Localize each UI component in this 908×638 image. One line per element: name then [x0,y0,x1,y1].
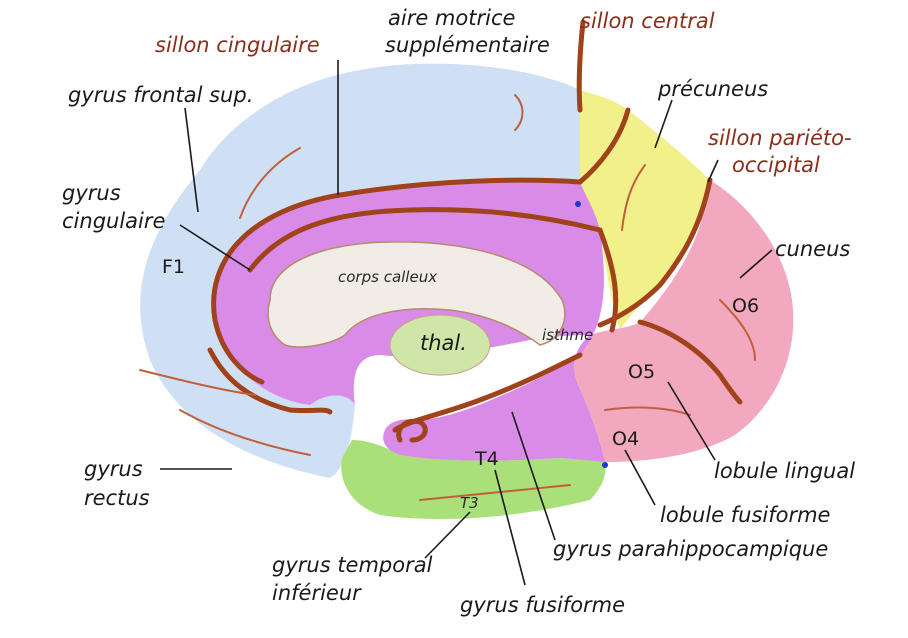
label-t4: T4 [474,448,499,470]
label-o5: O5 [628,361,655,383]
label-gyrus-parahippocampique: gyrus parahippocampique [553,537,828,561]
label-t3: T3 [460,494,479,512]
label-aire-motrice-1: aire motrice [388,6,515,30]
label-gyrus-temporal-2: inférieur [272,581,362,605]
label-lobule-fusiforme: lobule fusiforme [660,503,830,527]
label-gyrus-rectus-1: gyrus [84,457,143,481]
sulcus-thin-cuneus [719,299,756,361]
sulcus-thin-temporal [419,484,571,501]
label-gyrus-cingulaire-2: cingulaire [62,209,165,233]
leader-precuneus [654,99,673,149]
sulcus-thin-frontal-1 [239,147,301,219]
label-gyrus-cingulaire-1: gyrus [62,181,121,205]
leader-gyrus-temporal [424,511,471,559]
label-o4: O4 [612,428,639,450]
sulcus-thin-lingual [604,406,691,416]
label-cuneus: cuneus [775,237,850,261]
label-lobule-lingual: lobule lingual [714,459,855,483]
sulcus-thin-frontal-2 [514,94,524,131]
label-sillon-parieto-2: occipital [732,153,820,177]
marker-dot [575,201,581,207]
sulcus-thin-rectus-2 [179,409,311,456]
label-gyrus-rectus-2: rectus [84,486,150,510]
label-f1: F1 [162,256,185,278]
marker-dot [602,462,608,468]
sulcus-calcarine [637,319,743,405]
label-thal: thal. [420,331,467,355]
region-temporal [341,440,606,520]
region-corpus-callosum [267,241,566,348]
sulcus-cingulate-inner [247,207,603,273]
region-occipital [574,180,794,462]
label-sillon-cingulaire: sillon cingulaire [155,33,320,57]
leader-parahippocampique [511,411,556,541]
sulcus-hippocampal-hook [396,418,428,443]
sulcus-subparietal [597,227,619,333]
label-aire-motrice-2: supplémentaire [385,33,550,57]
leader-sillon-parieto [707,159,719,183]
label-gyrus-frontal-sup: gyrus frontal sup. [68,83,253,107]
leader-cuneus [739,249,773,279]
label-gyrus-fusiforme: gyrus fusiforme [460,593,625,617]
label-o6: O6 [732,295,759,317]
region-frontal [140,63,580,478]
sulcus-thin-rectus-1 [139,369,256,396]
leader-lobule-lingual [667,381,716,461]
leader-gyrus-frontal [184,107,199,213]
sulcus-parieto-occipital [597,177,713,328]
label-gyrus-temporal-1: gyrus temporal [272,553,433,577]
label-corps-calleux: corps calleux [338,268,437,286]
leader-gyrus-cingulaire [179,224,251,271]
sulcus-thin-precuneus [621,164,646,231]
label-sillon-central: sillon central [580,9,715,33]
label-isthme: isthme [542,326,593,344]
leader-lobule-fusiforme [624,449,656,506]
sulcus-precuneus-boundary [577,107,631,185]
leader-gyrus-fusiforme [494,469,526,586]
label-precuneus: précuneus [657,77,768,101]
sulcus-lower-frontal [207,347,333,415]
region-thalamus [389,314,491,376]
sulcus-central [576,19,586,113]
label-sillon-parieto-1: sillon pariéto- [708,126,852,150]
sulcus-cingulate [211,177,583,385]
